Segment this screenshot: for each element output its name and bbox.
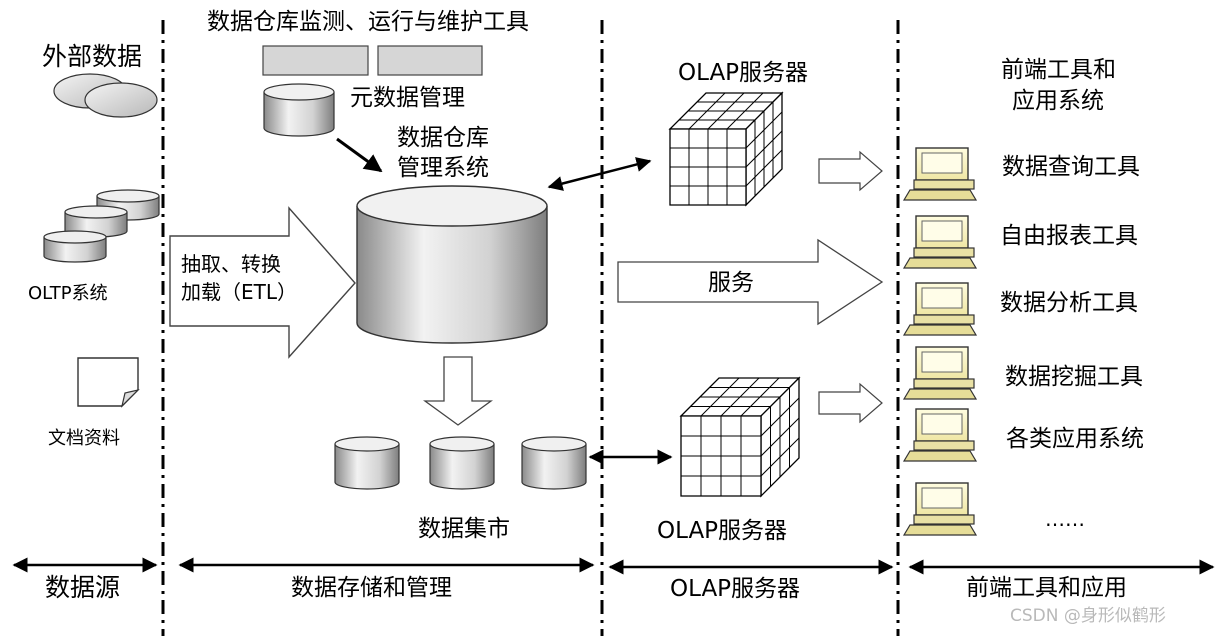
bottom-span-arrows: [12, 557, 1215, 575]
client-computers: [902, 147, 978, 536]
documents-label: 文档资料: [48, 428, 120, 449]
storage-footer-label: 数据存储和管理: [291, 575, 452, 601]
tool-label-analysis: 数据分析工具: [1000, 290, 1138, 316]
frontend-header-line1: 前端工具和: [1001, 57, 1116, 83]
metadata-to-dbms-arrow: [336, 137, 383, 173]
olap-bottom-label: OLAP服务器: [657, 518, 788, 544]
oltp-database-icon: [43, 189, 160, 263]
olap-top-label: OLAP服务器: [678, 60, 809, 86]
monitoring-tools-title: 数据仓库监测、运行与维护工具: [207, 9, 529, 35]
etl-arrow: [169, 206, 356, 359]
metadata-label: 元数据管理: [350, 85, 465, 111]
query-arrow: [818, 150, 883, 192]
etl-label-line1: 抽取、转换: [181, 252, 281, 276]
dbms-olap-arrow: [547, 157, 652, 191]
down-arrow: [423, 356, 493, 426]
metadata-database-icon: [263, 83, 335, 137]
monitoring-tool-boxes: [262, 45, 483, 76]
frontend-header-line2: 应用系统: [1012, 88, 1104, 114]
data-marts-label: 数据集市: [418, 516, 510, 542]
oltp-label: OLTP系统: [28, 283, 108, 304]
data-mart-icons: [334, 436, 587, 490]
computer-icon: [902, 147, 978, 201]
tool-label-apps: 各类应用系统: [1006, 426, 1144, 452]
tool-label-query: 数据查询工具: [1002, 154, 1140, 180]
olap-footer-label: OLAP服务器: [670, 576, 801, 602]
external-data-label: 外部数据: [42, 42, 143, 71]
olap-cube-bottom: [679, 376, 801, 498]
frontend-footer-label: 前端工具和应用: [966, 575, 1127, 601]
computer-icon: [902, 482, 978, 536]
tool-label-report: 自由报表工具: [1000, 223, 1138, 249]
computer-icon: [902, 215, 978, 269]
dbms-label-line2: 管理系统: [397, 155, 489, 181]
computer-icon: [902, 346, 978, 400]
service-label: 服务: [708, 270, 754, 296]
tool-label-mining: 数据挖掘工具: [1005, 364, 1143, 390]
document-icon: [77, 357, 140, 408]
olap-cube-top: [668, 91, 784, 207]
dbms-label-line1: 数据仓库: [397, 125, 489, 151]
source-footer-label: 数据源: [45, 573, 121, 602]
computer-icon: [902, 408, 978, 462]
data-warehouse-cylinder: [356, 185, 548, 344]
etl-label-line2: 加载（ETL）: [181, 280, 297, 304]
watermark: CSDN @身形似鹤形: [1010, 606, 1166, 626]
column-dividers: [161, 20, 900, 636]
tool-label-more: ……: [1045, 507, 1085, 531]
service-arrow: [617, 238, 884, 326]
external-data-icon: [53, 73, 158, 118]
mining-arrow: [818, 382, 883, 424]
computer-icon: [902, 282, 978, 336]
